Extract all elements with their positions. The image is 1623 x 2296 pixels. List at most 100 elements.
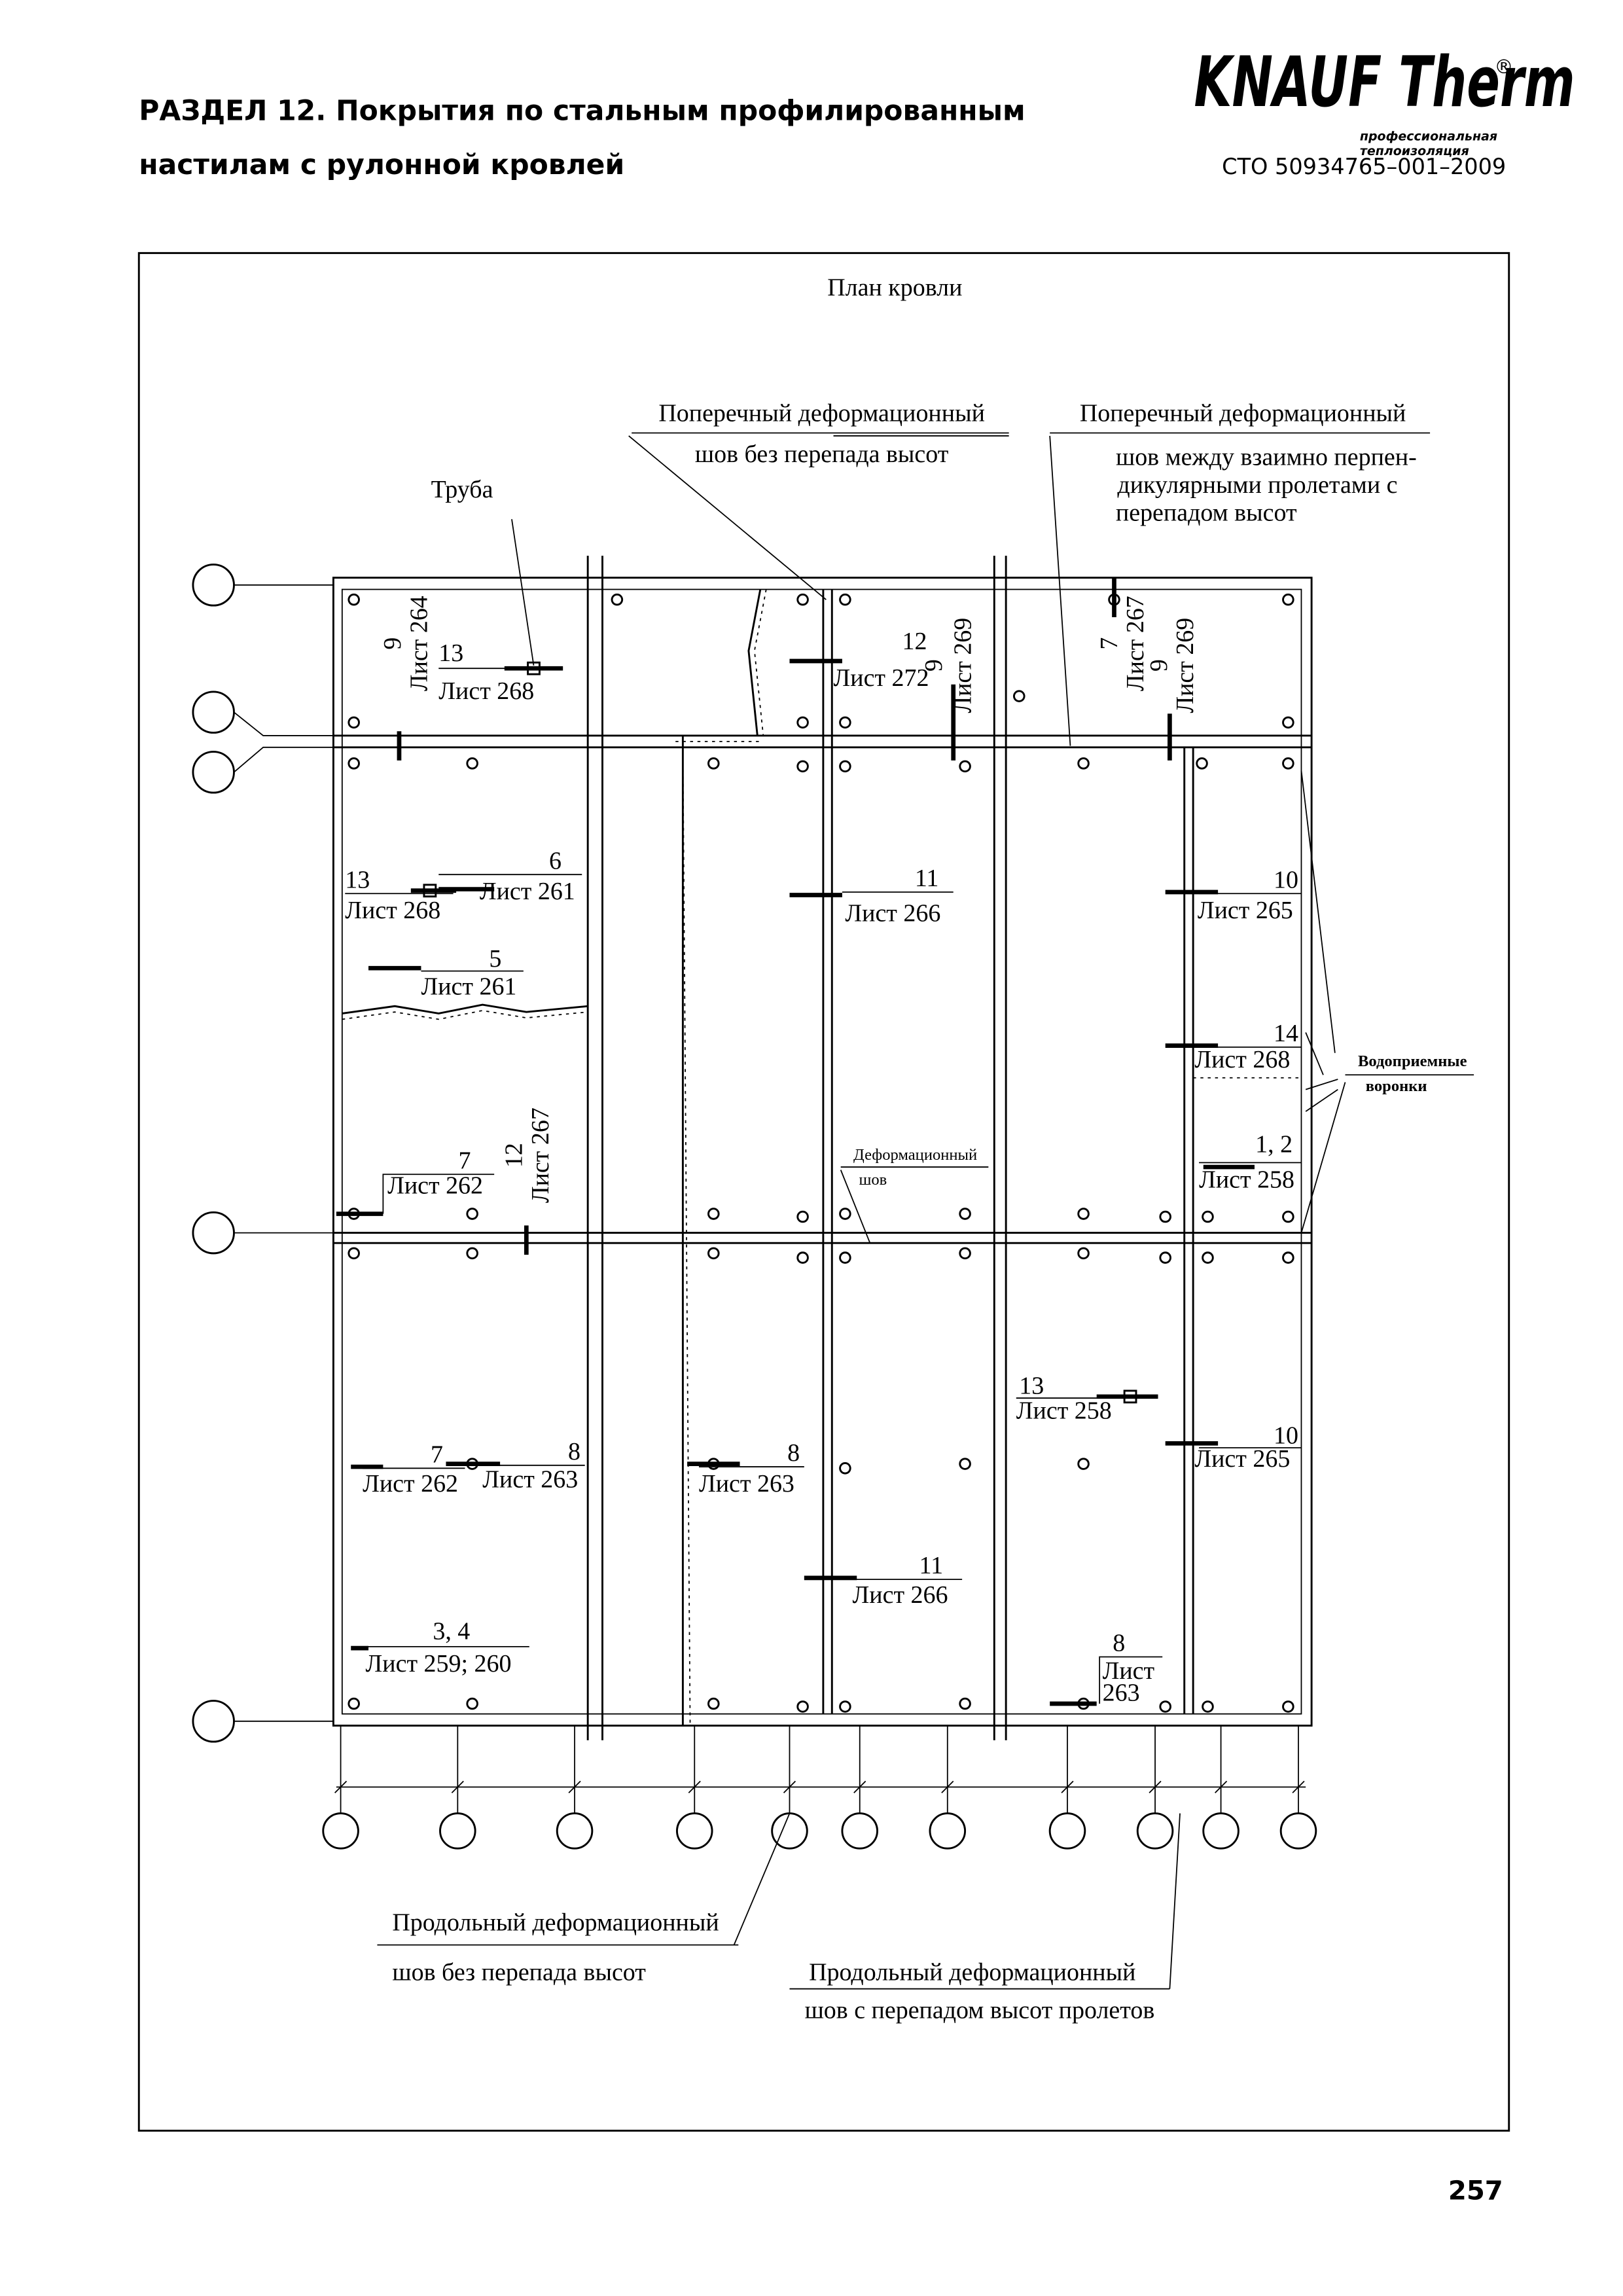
drawing-frame: [137, 252, 1510, 2132]
fastener-icon: [839, 1462, 851, 1475]
svg-text:Лист: Лист: [1103, 1657, 1155, 1685]
fastener-icon: [796, 1700, 809, 1713]
fastener-icon: [1159, 1700, 1171, 1713]
axis-bubble: [1048, 1812, 1086, 1850]
svg-text:263: 263: [1103, 1679, 1140, 1707]
fastener-icon: [959, 1697, 971, 1710]
svg-text:Лист 258: Лист 258: [1016, 1397, 1112, 1424]
svg-text:Лист 263: Лист 263: [482, 1465, 578, 1493]
fastener-icon: [1202, 1251, 1214, 1264]
svg-text:Лист 272: Лист 272: [834, 664, 929, 692]
fastener-icon: [839, 593, 851, 606]
svg-text:11: 11: [919, 1552, 944, 1579]
fastener-icon: [1282, 757, 1294, 770]
svg-text:Лист 263: Лист 263: [699, 1470, 794, 1498]
fastener-icon: [1202, 1210, 1214, 1223]
svg-text:10: 10: [1274, 1422, 1298, 1449]
svg-text:7: 7: [431, 1441, 443, 1468]
fastener-icon: [839, 1700, 851, 1713]
section-label: РАЗДЕЛ 12. Покрытия по стальным профилир…: [139, 95, 1025, 127]
fastener-icon: [839, 716, 851, 729]
svg-text:Лист 267: Лист 267: [527, 1107, 554, 1203]
fastener-icon: [959, 760, 971, 773]
fastener-icon: [348, 593, 360, 606]
transverse-joint-1-line2: шов без перепада высот: [695, 440, 949, 468]
svg-text:Лист 262: Лист 262: [363, 1470, 458, 1498]
deform-joint-line2: шов: [859, 1171, 887, 1189]
fastener-icon: [1077, 1458, 1090, 1470]
svg-text:9: 9: [379, 637, 406, 650]
axis-bubble: [675, 1812, 713, 1850]
axis-bubble: [1136, 1812, 1174, 1850]
longitudinal-joint-2-line2: шов с перепадом высот пролетов: [805, 1996, 1155, 2024]
fastener-icon: [796, 1210, 809, 1223]
fastener-icon: [796, 760, 809, 773]
longitudinal-joint-1-line1: Продольный деформационный: [392, 1909, 719, 1936]
deform-joint-line1: Деформационный: [853, 1146, 977, 1164]
axis-bubble: [556, 1812, 594, 1850]
fastener-icon: [466, 1697, 478, 1710]
axis-bubble: [929, 1812, 967, 1850]
transverse-joint-2-line1: Поперечный деформационный: [1080, 400, 1406, 427]
svg-text:Лист 268: Лист 268: [1194, 1046, 1290, 1073]
svg-text:1, 2: 1, 2: [1255, 1131, 1293, 1158]
fastener-icon: [1202, 1700, 1214, 1713]
transverse-joint-2-line2: шов между взаимно перпен-: [1116, 444, 1417, 471]
svg-text:13: 13: [345, 866, 370, 893]
svg-text:Лист 265: Лист 265: [1194, 1445, 1290, 1473]
fastener-icon: [466, 1208, 478, 1220]
svg-text:Лист 261: Лист 261: [421, 973, 516, 1000]
svg-text:теплоизоляция: теплоизоляция: [1360, 144, 1469, 158]
fastener-icon: [796, 716, 809, 729]
svg-text:Лист 258: Лист 258: [1199, 1166, 1294, 1193]
fastener-icon: [1282, 1210, 1294, 1223]
svg-text:11: 11: [915, 865, 939, 892]
fastener-icon: [1012, 690, 1026, 702]
svg-text:7: 7: [458, 1147, 471, 1174]
svg-text:13: 13: [1019, 1372, 1044, 1399]
svg-text:Лист 269: Лист 269: [1171, 618, 1199, 713]
drains-line2: воронки: [1366, 1077, 1427, 1095]
fastener-icon: [959, 1208, 971, 1220]
svg-text:Лист 268: Лист 268: [438, 677, 534, 705]
fastener-icon: [348, 716, 360, 729]
fastener-icon: [1159, 1251, 1171, 1264]
fastener-icon: [466, 757, 478, 770]
svg-text:8: 8: [1113, 1630, 1125, 1657]
fastener-icon: [707, 1208, 720, 1220]
axis-bubble: [322, 1812, 359, 1850]
svg-text:Лист 259; 260: Лист 259; 260: [366, 1650, 512, 1677]
standard-code: СТО 50934765–001–2009: [1222, 154, 1506, 179]
svg-text:13: 13: [438, 639, 463, 667]
fastener-icon: [348, 757, 360, 770]
svg-text:KNAUF Therm: KNAUF Therm: [1194, 42, 1575, 123]
fastener-icon: [959, 1458, 971, 1470]
fastener-icon: [348, 1247, 360, 1260]
fastener-icon: [1159, 1210, 1171, 1223]
fastener-icon: [1077, 1247, 1090, 1260]
svg-text:10: 10: [1274, 866, 1298, 893]
section-title-line2: настилам с рулонной кровлей: [139, 149, 624, 181]
svg-text:Лист 269: Лист 269: [950, 618, 977, 713]
svg-text:3, 4: 3, 4: [433, 1618, 470, 1645]
page-number: 257: [1448, 2176, 1503, 2206]
axis-bubble: [439, 1812, 476, 1850]
fastener-icon: [1077, 1208, 1090, 1220]
svg-text:профессиональная: профессиональная: [1360, 130, 1497, 144]
fastener-icon: [1282, 593, 1294, 606]
transverse-joint-1-line1: Поперечный деформационный: [658, 400, 985, 427]
transverse-joint-2-line4: перепадом высот: [1116, 499, 1297, 527]
longitudinal-joint-1-line2: шов без перепада высот: [392, 1958, 646, 1986]
transverse-joint-2-line3: дикулярными пролетами с: [1117, 471, 1397, 499]
svg-text:9: 9: [920, 659, 948, 672]
drains-line1: Водоприемные: [1358, 1052, 1467, 1070]
callouts: Труба Поперечный деформационный шов без …: [392, 400, 1474, 2024]
fastener-icon: [1282, 1700, 1294, 1713]
svg-text:7: 7: [1096, 637, 1123, 650]
fastener-icon: [466, 1247, 478, 1260]
svg-text:Лист 265: Лист 265: [1198, 897, 1293, 924]
svg-text:12: 12: [501, 1143, 528, 1168]
svg-text:9: 9: [1145, 659, 1173, 672]
